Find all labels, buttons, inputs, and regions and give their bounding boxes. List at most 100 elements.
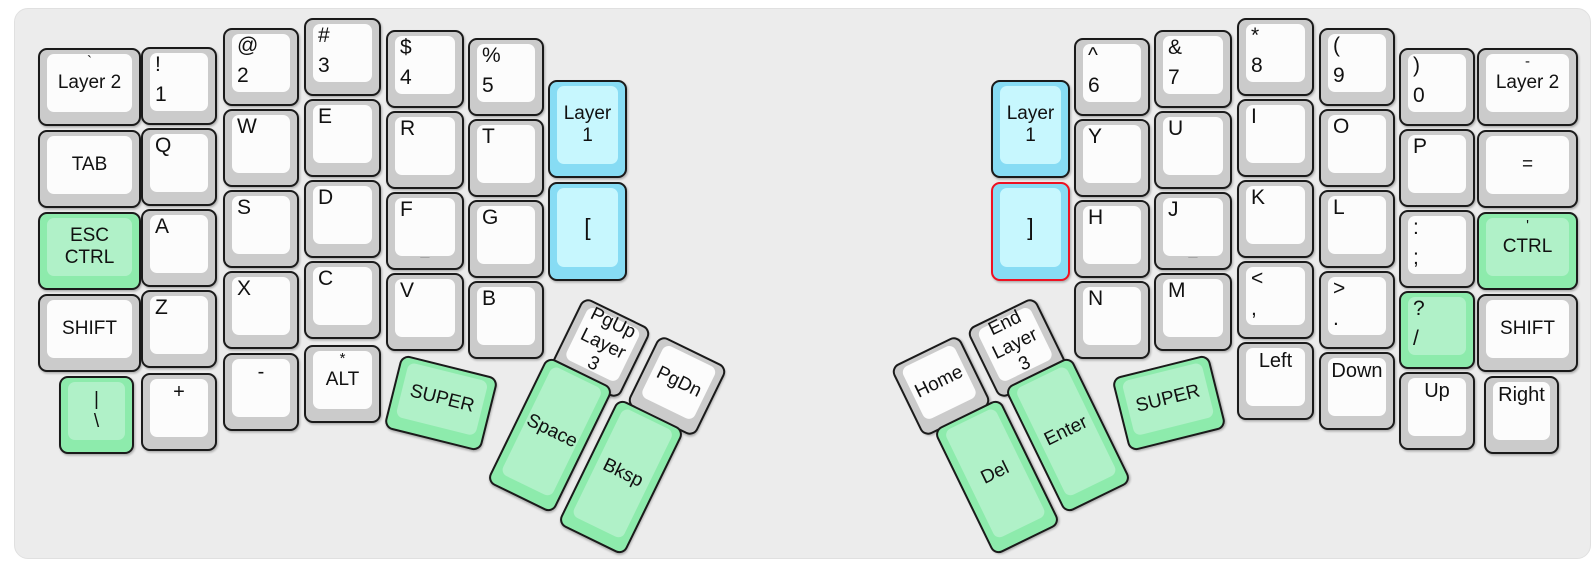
key-excl-1-shifted-legend: ! — [155, 53, 161, 76]
key-minus-layer2[interactable]: -Layer 2 — [1477, 48, 1578, 126]
key-star-8-base-legend: 8 — [1251, 54, 1263, 78]
keycap: M — [1163, 279, 1223, 337]
key-b[interactable]: B — [468, 281, 544, 359]
key-n[interactable]: N — [1074, 281, 1150, 359]
key-super-right[interactable]: SUPER — [1111, 354, 1227, 452]
key-excl-1[interactable]: !1 — [141, 47, 217, 125]
key-caret-6[interactable]: ^6 — [1074, 38, 1150, 116]
keycap: - — [232, 359, 290, 417]
key-i[interactable]: I — [1237, 99, 1314, 177]
key-lparen-9[interactable]: (9 — [1319, 28, 1395, 106]
key-minus[interactable]: - — [223, 353, 299, 431]
key-lbracket[interactable]: [ — [548, 182, 627, 281]
key-r[interactable]: R — [386, 111, 464, 189]
key-c[interactable]: C — [304, 261, 381, 339]
key-star-alt[interactable]: *ALT — [304, 345, 381, 423]
key-t[interactable]: T — [468, 119, 544, 197]
key-layer1-left[interactable]: Layer 1 — [548, 80, 627, 178]
key-i-shifted-legend: I — [1251, 105, 1257, 128]
key-v[interactable]: V — [386, 273, 464, 351]
key-tab[interactable]: TAB — [38, 130, 141, 208]
key-f[interactable]: F_ — [386, 192, 464, 270]
key-q[interactable]: Q — [141, 128, 217, 206]
key-pipe-backslash[interactable]: |\ — [59, 376, 134, 454]
key-x[interactable]: X — [223, 271, 299, 349]
keycap: PgDn — [639, 343, 718, 422]
key-y[interactable]: Y — [1074, 119, 1150, 197]
key-question-slash[interactable]: ?/ — [1399, 291, 1475, 369]
key-amp-7[interactable]: &7 — [1154, 30, 1232, 108]
keycap: X — [232, 277, 290, 335]
key-z[interactable]: Z — [141, 290, 217, 368]
key-left-arrow-label: Left — [1258, 350, 1293, 372]
key-quote-ctrl[interactable]: 'CTRL — [1477, 212, 1578, 290]
keycap: E — [313, 105, 372, 163]
key-shift-right[interactable]: SHIFT — [1477, 294, 1578, 372]
key-o[interactable]: O — [1319, 109, 1395, 187]
key-u-shifted-legend: U — [1168, 117, 1184, 140]
key-k[interactable]: K — [1237, 180, 1314, 258]
keycap: C — [313, 267, 372, 325]
key-rparen-0[interactable]: )0 — [1399, 48, 1475, 126]
keycap: A — [150, 215, 208, 273]
key-hash-3[interactable]: #3 — [304, 18, 381, 96]
key-m-shifted-legend: M — [1168, 279, 1186, 302]
key-rbracket-label: ] — [1000, 188, 1061, 267]
keycap: W — [232, 115, 290, 173]
keycap: *ALT — [313, 350, 372, 409]
key-x-shifted-legend: X — [237, 277, 252, 300]
key-plus-label: + — [173, 381, 185, 403]
key-j[interactable]: J_ — [1154, 192, 1232, 270]
key-r-shifted-legend: R — [400, 117, 416, 140]
key-plus[interactable]: + — [141, 373, 217, 451]
key-at-2-shifted-legend: @ — [237, 34, 259, 57]
key-lt-comma[interactable]: <, — [1237, 261, 1314, 339]
key-left-arrow[interactable]: Left — [1237, 342, 1314, 420]
key-down-arrow[interactable]: Down — [1319, 352, 1395, 430]
key-s[interactable]: S — [223, 190, 299, 268]
key-d[interactable]: D — [304, 180, 381, 258]
key-h[interactable]: H — [1074, 200, 1150, 278]
key-p[interactable]: P — [1399, 129, 1475, 207]
key-percent-5-base-legend: 5 — [482, 74, 494, 98]
key-grave-layer2[interactable]: `Layer 2 — [38, 48, 141, 126]
keycap: Q — [150, 134, 208, 192]
keycap: ^6 — [1083, 44, 1141, 102]
keycap: <, — [1246, 267, 1305, 325]
key-star-8[interactable]: *8 — [1237, 18, 1314, 96]
key-equals[interactable]: = — [1477, 130, 1578, 208]
key-colon-semicolon-shifted-legend: : — [1413, 216, 1419, 239]
keycap: )0 — [1408, 54, 1466, 112]
key-a[interactable]: A — [141, 209, 217, 287]
key-u[interactable]: U — [1154, 111, 1232, 189]
keycap: #3 — [313, 24, 372, 82]
key-layer1-right[interactable]: Layer 1 — [991, 80, 1070, 178]
key-shift-left[interactable]: SHIFT — [38, 294, 141, 372]
keycap: [ — [557, 188, 618, 267]
key-gt-period[interactable]: >. — [1319, 271, 1395, 349]
keycap: 'CTRL — [1486, 217, 1569, 276]
key-w[interactable]: W — [223, 109, 299, 187]
key-question-slash-base-legend: / — [1413, 327, 1419, 351]
key-right-arrow[interactable]: Right — [1484, 376, 1559, 454]
key-l[interactable]: L — [1319, 190, 1395, 268]
key-at-2[interactable]: @2 — [223, 28, 299, 106]
key-t-shifted-legend: T — [482, 125, 495, 148]
key-rbracket[interactable]: ] — [991, 182, 1070, 281]
key-up-arrow[interactable]: Up — [1399, 372, 1475, 450]
key-g[interactable]: G — [468, 200, 544, 278]
key-pipe-backslash-label: |\ — [68, 382, 125, 440]
key-super-left[interactable]: SUPER — [383, 354, 499, 452]
key-star-alt-label: ALT — [313, 351, 372, 409]
key-g-shifted-legend: G — [482, 206, 499, 229]
key-m[interactable]: M — [1154, 273, 1232, 351]
keycap: P — [1408, 135, 1466, 193]
key-lt-comma-base-legend: , — [1251, 297, 1257, 321]
keycap: Z — [150, 296, 208, 354]
key-colon-semicolon[interactable]: :; — [1399, 210, 1475, 288]
key-dollar-4[interactable]: $4 — [386, 30, 464, 108]
key-e[interactable]: E — [304, 99, 381, 177]
key-percent-5[interactable]: %5 — [468, 38, 544, 116]
label-line: SHIFT — [62, 317, 117, 339]
